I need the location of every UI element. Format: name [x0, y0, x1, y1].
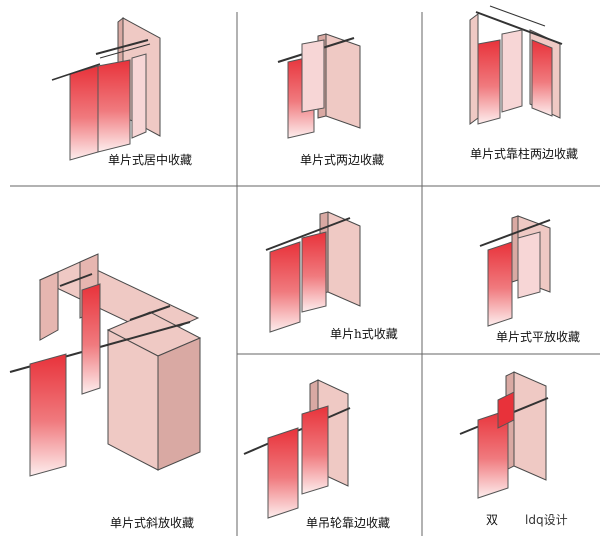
- caption-double: 双: [486, 513, 498, 527]
- diagram-diagonal-storage: [9, 253, 202, 477]
- caption-diagonal: 单片式斜放收藏: [110, 515, 194, 530]
- diagram-h-type-storage: [265, 211, 361, 333]
- caption-single-wheel-side: 单吊轮靠边收藏: [306, 516, 390, 530]
- diagram-two-side-storage: [277, 33, 361, 139]
- diagram-single-wheel-side-storage: [243, 379, 351, 519]
- grid-lines: [10, 12, 600, 536]
- caption-flat: 单片式平放收藏: [496, 329, 580, 344]
- watermark: ldq设计: [525, 513, 568, 527]
- diagram-column-two-side-storage: [469, 5, 563, 125]
- caption-center: 单片式居中收藏: [108, 152, 192, 167]
- diagram-double-storage: [459, 371, 549, 499]
- diagram-center-storage: [51, 16, 161, 161]
- caption-column-two-side: 单片式靠柱两边收藏: [470, 146, 578, 161]
- diagram-flat-storage: [479, 215, 551, 327]
- caption-two-side: 单片式两边收藏: [300, 153, 384, 167]
- caption-h-type: 单片h式收藏: [330, 327, 398, 341]
